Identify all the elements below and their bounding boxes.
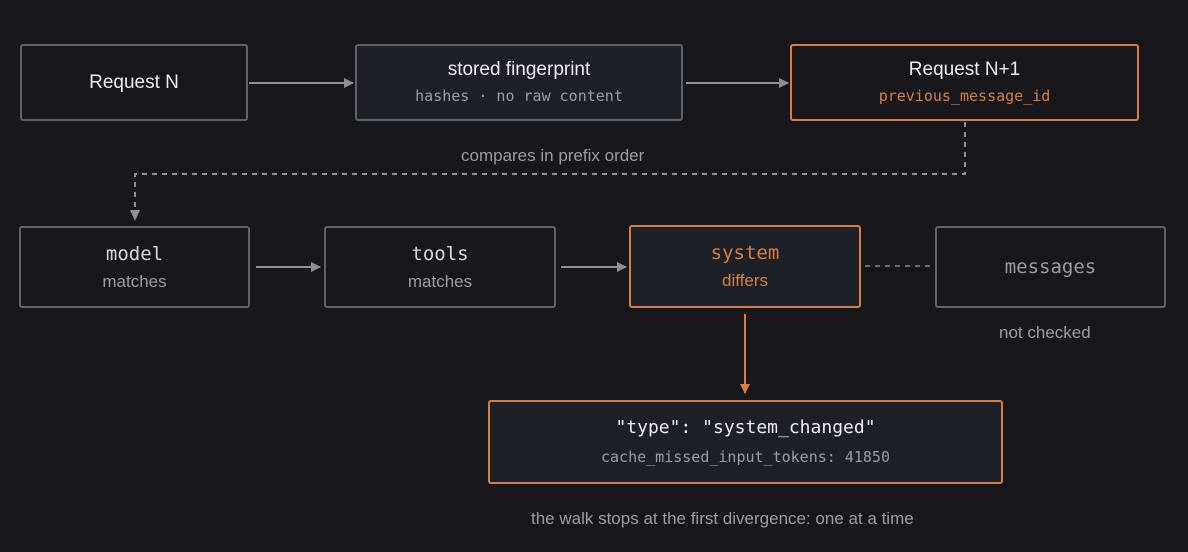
request-n1-subtitle: previous_message_id	[878, 87, 1051, 105]
stored-fingerprint-box: stored fingerprint hashes · no raw conte…	[355, 44, 683, 121]
result-box: "type": "system_changed" cache_missed_in…	[488, 400, 1003, 484]
tools-title: tools	[411, 242, 469, 265]
result-type-line: "type": "system_changed"	[615, 417, 876, 438]
request-n1-box: Request N+1 previous_message_id	[790, 44, 1139, 121]
model-title: model	[105, 242, 164, 265]
fingerprint-subtitle: hashes · no raw content	[415, 87, 623, 105]
tools-status: matches	[407, 271, 473, 291]
messages-box: messages	[935, 226, 1166, 308]
system-title: system	[710, 242, 780, 264]
system-status: differs	[722, 271, 768, 290]
request-n-title: Request N	[89, 71, 179, 93]
messages-title: messages	[1004, 256, 1097, 278]
dashed-compare-arrowhead	[130, 210, 140, 221]
model-status: matches	[102, 271, 167, 291]
dashed-compare-path	[134, 122, 966, 219]
request-n-box: Request N	[20, 44, 248, 121]
footer-note: the walk stops at the first divergence: …	[531, 509, 914, 528]
tools-box: tools matches	[324, 226, 556, 308]
request-n1-title: Request N+1	[908, 59, 1021, 80]
model-box: model matches	[19, 226, 250, 308]
fingerprint-title: stored fingerprint	[447, 59, 591, 80]
messages-status: not checked	[999, 323, 1091, 342]
system-box: system differs	[629, 225, 861, 308]
compare-label: compares in prefix order	[461, 146, 645, 165]
result-tokens-line: cache_missed_input_tokens: 41850	[601, 448, 890, 466]
